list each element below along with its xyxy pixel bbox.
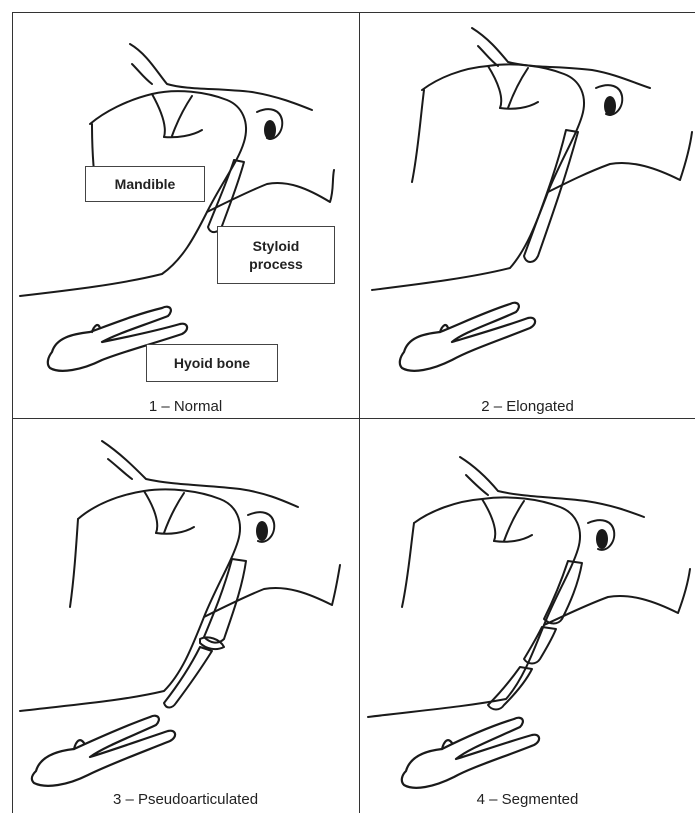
elongated-styloid-drawing xyxy=(360,12,695,418)
ear-canal-shape xyxy=(256,521,268,541)
ear-canal-shape xyxy=(604,96,616,116)
panel-caption: 1 – Normal xyxy=(12,398,359,415)
hyoid-bone-shape xyxy=(400,303,535,371)
styloid-process-label: Styloid process xyxy=(217,226,335,284)
hyoid-bone-shape xyxy=(32,716,175,786)
pseudoarticulated-styloid-drawing xyxy=(12,419,359,813)
segmented-styloid-drawing xyxy=(360,419,695,813)
panel-normal: Mandible Styloid process Hyoid bone 1 – … xyxy=(12,12,359,418)
mandible-label: Mandible xyxy=(85,166,205,202)
ear-canal-shape xyxy=(596,529,608,549)
panel-caption: 4 – Segmented xyxy=(360,791,695,808)
panel-segmented: 4 – Segmented xyxy=(360,419,695,813)
panel-elongated: 2 – Elongated xyxy=(360,12,695,418)
panel-caption: 3 – Pseudoarticulated xyxy=(12,791,359,808)
hyoid-bone-shape xyxy=(402,718,539,788)
panel-pseudoarticulated: 3 – Pseudoarticulated xyxy=(12,419,359,813)
hyoid-bone-label: Hyoid bone xyxy=(146,344,278,382)
panel-caption: 2 – Elongated xyxy=(360,398,695,415)
ear-canal-shape xyxy=(264,120,276,140)
